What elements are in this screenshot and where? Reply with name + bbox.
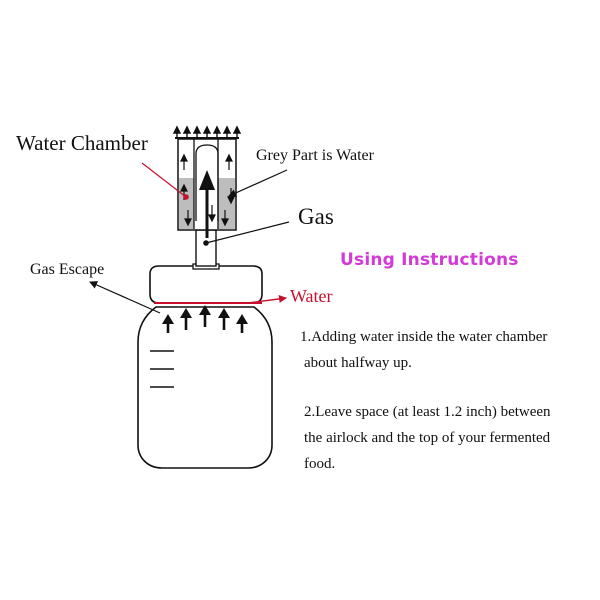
instruction-line: 1.Adding water inside the water chamber — [300, 329, 548, 345]
water-chamber-label: Water Chamber — [16, 131, 148, 155]
instructions-heading: Using Instructions — [340, 250, 519, 270]
leader-grey-part — [228, 169, 288, 197]
grey-part-label: Grey Part is Water — [256, 147, 374, 164]
gas-escape-label: Gas Escape — [30, 261, 105, 278]
instruction-step-1: 1.Adding water inside the water chamber … — [300, 324, 547, 376]
gas-rise-arrows — [162, 305, 248, 333]
instruction-line: 2.Leave space (at least 1.2 inch) betwee… — [304, 404, 551, 420]
jar-lid — [149, 265, 263, 304]
instruction-line: food. — [304, 456, 336, 472]
leader-water — [247, 294, 287, 304]
instruction-line: about halfway up. — [304, 355, 412, 371]
jar-body — [137, 306, 273, 469]
water-label: Water — [290, 286, 333, 306]
gas-label: Gas — [298, 204, 334, 229]
instruction-step-2: 2.Leave space (at least 1.2 inch) betwee… — [304, 399, 551, 477]
leader-water-chamber — [141, 162, 187, 198]
instruction-line: the airlock and the top of your fermente… — [304, 430, 551, 446]
leader-gas — [205, 221, 290, 244]
center-gas-arrow — [199, 170, 215, 190]
inner-cap — [195, 144, 219, 221]
leader-gas-escape — [89, 281, 161, 314]
